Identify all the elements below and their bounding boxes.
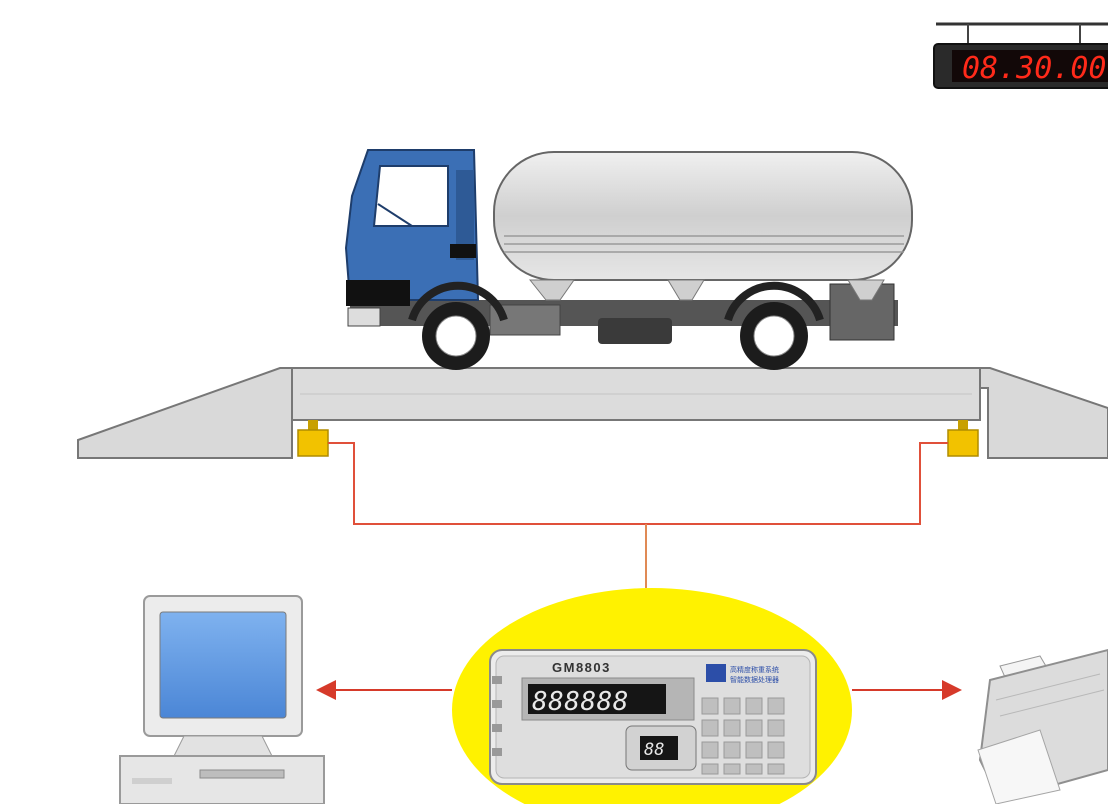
printer-icon: [977, 648, 1108, 804]
indicator-small-display: 88: [644, 740, 664, 760]
weighing-indicator: GM8803 高精度称重系统 智能数据处理器 888888 88: [489, 649, 817, 785]
indicator-label-1: 高精度称重系统: [730, 665, 779, 674]
indicator-model: GM8803: [552, 660, 611, 675]
tanker-truck: [344, 149, 913, 370]
truck-cab: [344, 149, 480, 327]
indicator-keypad: [701, 697, 785, 775]
load-cell-right: [947, 420, 979, 457]
computer-icon: [119, 595, 325, 804]
scoreboard-value: 08.30.00: [962, 51, 1107, 86]
weighbridge-platform: [77, 367, 1108, 459]
tank: [493, 151, 913, 301]
load-cell-left: [297, 420, 329, 457]
rear-wheel: [724, 281, 824, 370]
front-wheel: [408, 281, 508, 370]
scoreboard: 08.30.00: [933, 22, 1108, 89]
indicator-label-2: 智能数据处理器: [730, 675, 779, 684]
indicator-display: 888888: [532, 687, 629, 717]
signal-wires: [328, 442, 948, 588]
